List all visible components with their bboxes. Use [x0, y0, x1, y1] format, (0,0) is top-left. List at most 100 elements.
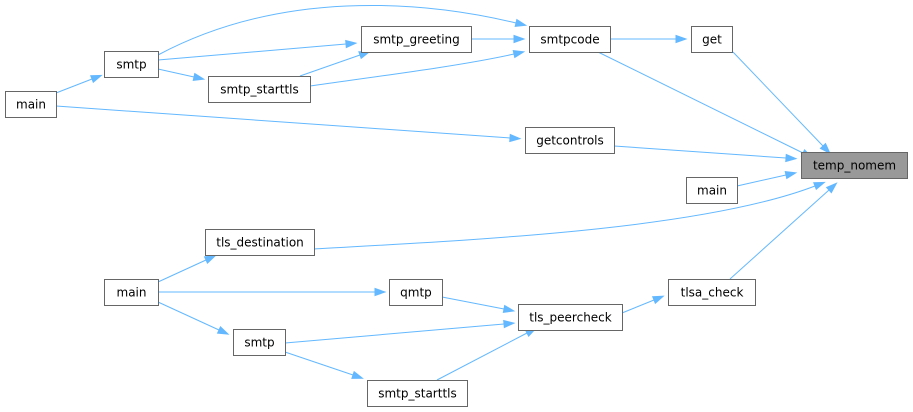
edge-arrowhead	[351, 370, 364, 379]
node-main3[interactable]: main	[104, 279, 159, 306]
node-main2[interactable]: main	[686, 177, 738, 204]
node-box	[668, 279, 756, 306]
edge-main1-to-smtp1	[55, 74, 103, 94]
node-label: smtpcode	[540, 33, 599, 47]
edge-arrowhead	[502, 304, 516, 314]
node-smtp2[interactable]: smtp	[233, 329, 286, 356]
edge-line	[597, 51, 804, 154]
node-label: smtp_greeting	[373, 33, 460, 47]
node-smtpcode[interactable]: smtpcode	[529, 26, 611, 53]
edge-arrowhead	[825, 182, 838, 194]
edge-line	[736, 174, 787, 187]
edge-arrowhead	[192, 72, 206, 81]
edge-line	[55, 105, 511, 139]
edge-arrowhead	[345, 39, 358, 49]
edge-arrowhead	[503, 319, 516, 329]
edge-arrowhead	[675, 34, 688, 44]
node-label: smtp_starttls	[220, 83, 299, 97]
edge-arrowhead	[90, 74, 103, 84]
node-label: smtp	[116, 58, 146, 72]
edge-line	[613, 145, 787, 159]
node-temp-nomem[interactable]: temp_nomem	[801, 152, 908, 179]
node-smtp-starttls2[interactable]: smtp_starttls	[367, 380, 468, 407]
edge-line	[732, 51, 824, 147]
edge-arrowhead	[819, 142, 831, 155]
edge-tls_destination-to-temp_nomem	[313, 181, 826, 250]
node-box	[104, 279, 159, 306]
edge-line	[55, 78, 93, 94]
graph-edges	[55, 4, 838, 381]
edge-line	[309, 53, 515, 87]
edge-arrowhead	[784, 171, 798, 180]
edge-line	[621, 299, 655, 314]
edge-line	[157, 68, 195, 78]
edge-main1-to-getcontrols	[55, 105, 522, 143]
node-label: tls_destination	[216, 236, 304, 250]
edge-arrowhead	[203, 255, 217, 265]
edge-smtp1-to-smtp_starttls1	[157, 68, 206, 81]
node-label: qmtp	[400, 286, 432, 300]
node-tls-destination[interactable]: tls_destination	[205, 229, 315, 256]
edge-arrowhead	[509, 133, 522, 143]
edge-main3-to-tls_destination	[157, 255, 217, 283]
node-qmtp[interactable]: qmtp	[389, 279, 443, 306]
edge-smtp_starttls1-to-smtpcode	[309, 50, 526, 87]
edge-getcontrols-to-temp_nomem	[613, 145, 798, 163]
node-label: main	[697, 184, 727, 198]
node-smtp-greeting[interactable]: smtp_greeting	[361, 26, 472, 53]
node-box	[518, 304, 623, 331]
node-smtp-starttls1[interactable]: smtp_starttls	[208, 76, 311, 103]
node-label: main	[117, 286, 147, 300]
edge-smtp2-to-smtp_starttls2	[284, 351, 364, 379]
node-tls-peercheck[interactable]: tls_peercheck	[518, 304, 623, 331]
edge-arrowhead	[216, 325, 230, 335]
node-box	[525, 127, 615, 154]
edge-arrowhead	[374, 287, 387, 297]
edge-line	[157, 301, 220, 331]
edge-smtpcode-to-get	[610, 34, 688, 44]
edge-smtp_starttls2-to-tls_peercheck	[436, 327, 538, 381]
edge-arrowhead	[785, 153, 798, 163]
edge-line	[299, 54, 361, 77]
node-box	[233, 329, 286, 356]
edge-smtp1-to-smtpcode	[157, 4, 528, 56]
edge-line	[313, 185, 816, 250]
node-box	[367, 380, 468, 407]
edge-smtpcode-to-temp_nomem	[597, 51, 814, 159]
node-label: temp_nomem	[813, 159, 896, 173]
node-box	[529, 26, 611, 53]
node-main1[interactable]: main	[5, 91, 57, 118]
node-box	[104, 51, 159, 78]
node-getcontrols[interactable]: getcontrols	[525, 127, 615, 154]
node-label: tls_peercheck	[529, 311, 612, 325]
edge-main3-to-smtp2	[157, 301, 230, 335]
node-box	[205, 229, 315, 256]
edge-line	[284, 323, 505, 344]
edge-get-to-temp_nomem	[732, 51, 831, 155]
edge-qmtp-to-tls_peercheck	[441, 296, 516, 314]
node-label: smtp	[244, 336, 274, 350]
edge-arrowhead	[512, 50, 526, 59]
node-box	[691, 26, 733, 53]
edge-line	[157, 259, 207, 283]
edge-arrowhead	[514, 18, 528, 27]
node-box	[389, 279, 443, 306]
node-box	[801, 152, 908, 179]
node-label: tlsa_check	[681, 286, 744, 300]
node-box	[208, 76, 311, 103]
edge-smtp2-to-tls_peercheck	[284, 319, 516, 344]
node-label: smtp_starttls	[378, 387, 457, 401]
node-tlsa-check[interactable]: tlsa_check	[668, 279, 756, 306]
node-smtp1[interactable]: smtp	[104, 51, 159, 78]
edge-arrowhead	[813, 181, 826, 191]
edge-arrowhead	[651, 295, 665, 305]
edge-line	[441, 296, 505, 310]
edge-line	[436, 332, 528, 381]
node-box	[5, 91, 57, 118]
node-get[interactable]: get	[691, 26, 733, 53]
edge-tlsa_check-to-temp_nomem	[729, 182, 838, 280]
edge-arrowhead	[513, 34, 526, 44]
edge-smtp_starttls1-to-smtp_greeting	[299, 51, 371, 77]
edge-tls_peercheck-to-tlsa_check	[621, 295, 665, 314]
node-box	[361, 26, 472, 53]
